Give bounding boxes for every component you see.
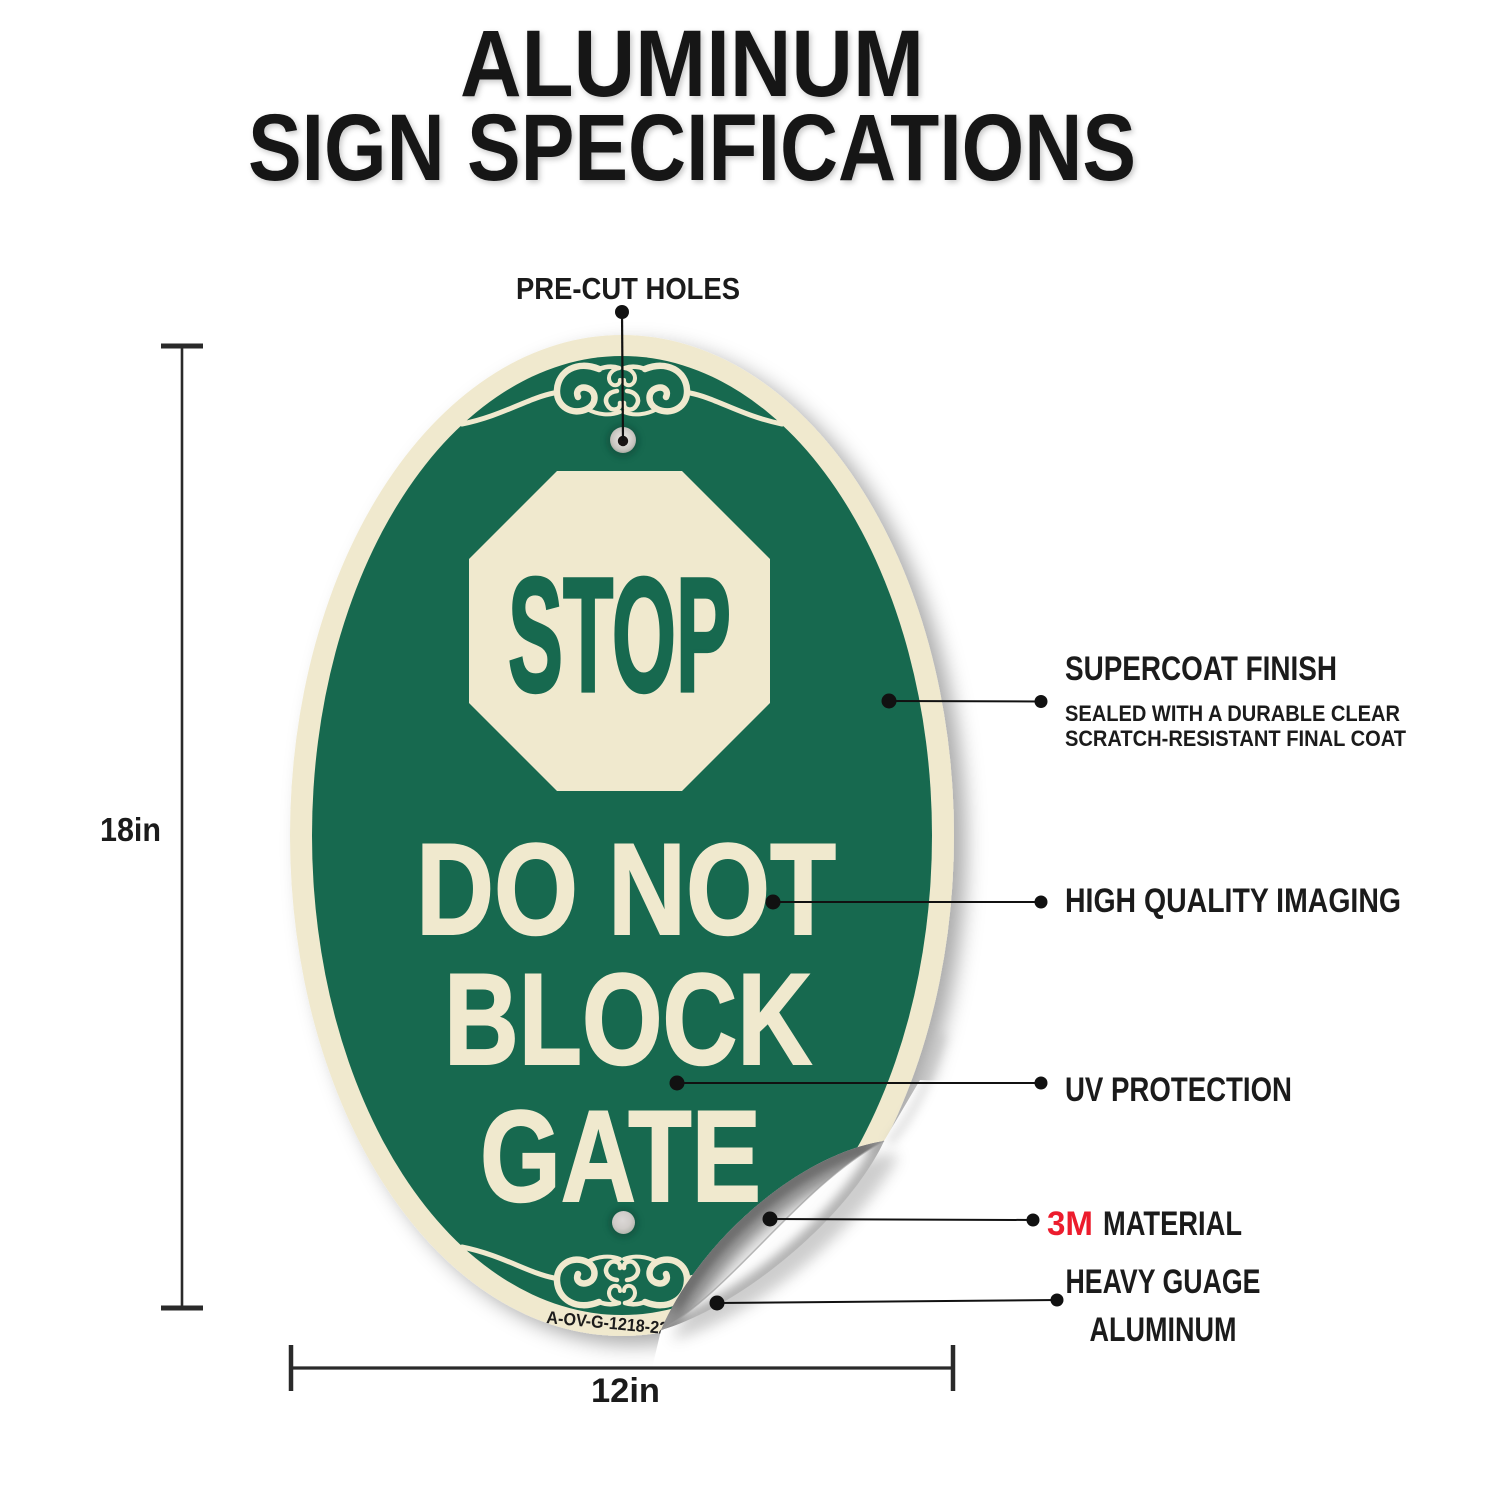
callout-supercoat: SUPERCOAT FINISH SEALED WITH A DURABLE C…: [881, 650, 1406, 751]
scroll-stroke: [621, 388, 641, 412]
scroll-stroke: [622, 1254, 659, 1264]
curl-rim-shadow: [886, 1033, 947, 1146]
material-dot-label: [1026, 1213, 1040, 1227]
material-brand: 3M: [1047, 1205, 1093, 1243]
supercoat-sub2: SCRATCH-RESISTANT FINAL COAT: [1065, 726, 1406, 751]
oval-sign: STOP DO NOT BLOCK GATE A-OV-G-1218-22: [290, 335, 954, 1338]
message-line-1: DO NOT: [416, 816, 836, 962]
scroll-stroke: [607, 366, 622, 388]
gauge-dot-label: [1050, 1293, 1064, 1307]
scroll-stroke: [622, 407, 659, 417]
scroll-stroke: [607, 1283, 622, 1305]
scroll-stroke: [459, 390, 557, 427]
width-dimension-label: 12in: [591, 1372, 660, 1410]
peeled-corner-cutout: [640, 1080, 1120, 1420]
curl-shading: [870, 1141, 884, 1157]
callout-uv: UV PROTECTION: [669, 1071, 1292, 1109]
page-title: ALUMINUM SIGN SPECIFICATIONS: [248, 11, 1136, 201]
stop-text: STOP: [508, 543, 731, 726]
curl-shading: [661, 1141, 884, 1330]
title-line-2: SIGN SPECIFICATIONS: [248, 95, 1136, 201]
stop-text-wrap: STOP: [506, 541, 732, 727]
precut-callout-line: [620, 311, 625, 442]
scroll-stroke: [603, 1259, 623, 1283]
sign-face-oval: [312, 356, 932, 1315]
supercoat-dot-label: [1034, 695, 1048, 708]
scroll-stroke: [585, 1254, 622, 1264]
page-curl: [660, 1033, 947, 1340]
callouts: PRE-CUT HOLES SUPERCOAT FINISH SEALED WI…: [516, 271, 1406, 1349]
scroll-stroke: [459, 1244, 557, 1281]
material-label: MATERIAL: [1103, 1205, 1242, 1243]
material-line: [769, 1218, 1034, 1221]
imaging-dot-label: [1034, 895, 1048, 909]
scroll-stroke: [687, 390, 785, 427]
dimension-width: [288, 1345, 956, 1391]
curl-shading: [661, 1141, 884, 1330]
hole-shape: [612, 1211, 635, 1234]
curl-shading: [661, 1141, 884, 1330]
sign-message: DO NOT BLOCK GATE: [415, 815, 837, 1230]
stop-octagon: [469, 471, 770, 791]
curl-shading: [661, 1305, 685, 1330]
curl-tip-shading: [661, 1141, 884, 1330]
scroll-stroke: [585, 407, 622, 417]
uv-label: UV PROTECTION: [1065, 1071, 1292, 1109]
curl-underside-lower: [661, 1141, 884, 1330]
gauge-label-line1: HEAVY GUAGE: [1066, 1263, 1261, 1301]
precut-holes-label: PRE-CUT HOLES: [516, 271, 740, 306]
callout-imaging: HIGH QUALITY IMAGING: [765, 882, 1401, 920]
scroll-stroke: [622, 1283, 637, 1305]
uv-dot-label: [1034, 1076, 1048, 1090]
callout-gauge: HEAVY GUAGE ALUMINUM: [709, 1263, 1261, 1349]
curl-shading: [661, 1141, 884, 1330]
supercoat-title: SUPERCOAT FINISH: [1065, 650, 1337, 688]
curl-underside-upper: [661, 1141, 884, 1330]
callout-material: 3M MATERIAL: [762, 1205, 1242, 1243]
imaging-label: HIGH QUALITY IMAGING: [1065, 882, 1401, 920]
scroll-stroke: [622, 366, 637, 388]
scroll-stroke: [603, 388, 623, 412]
gauge-label-line2: ALUMINUM: [1090, 1311, 1237, 1349]
dimension-height: [161, 343, 203, 1311]
pre-cut-hole-bottom: [608, 1207, 639, 1239]
gauge-line: [716, 1299, 1058, 1304]
message-line-2: BLOCK: [444, 946, 812, 1092]
supercoat-sub1: SEALED WITH A DURABLE CLEAR: [1065, 701, 1400, 726]
height-dimension-label: 18in: [100, 811, 161, 848]
title-line-1: ALUMINUM: [460, 11, 924, 117]
message-line-3: GATE: [480, 1083, 761, 1229]
curl-crease-line: [660, 1140, 885, 1331]
scroll-stroke: [621, 1259, 641, 1283]
top-scroll-ornament: [459, 362, 785, 427]
supercoat-line: [888, 700, 1042, 703]
